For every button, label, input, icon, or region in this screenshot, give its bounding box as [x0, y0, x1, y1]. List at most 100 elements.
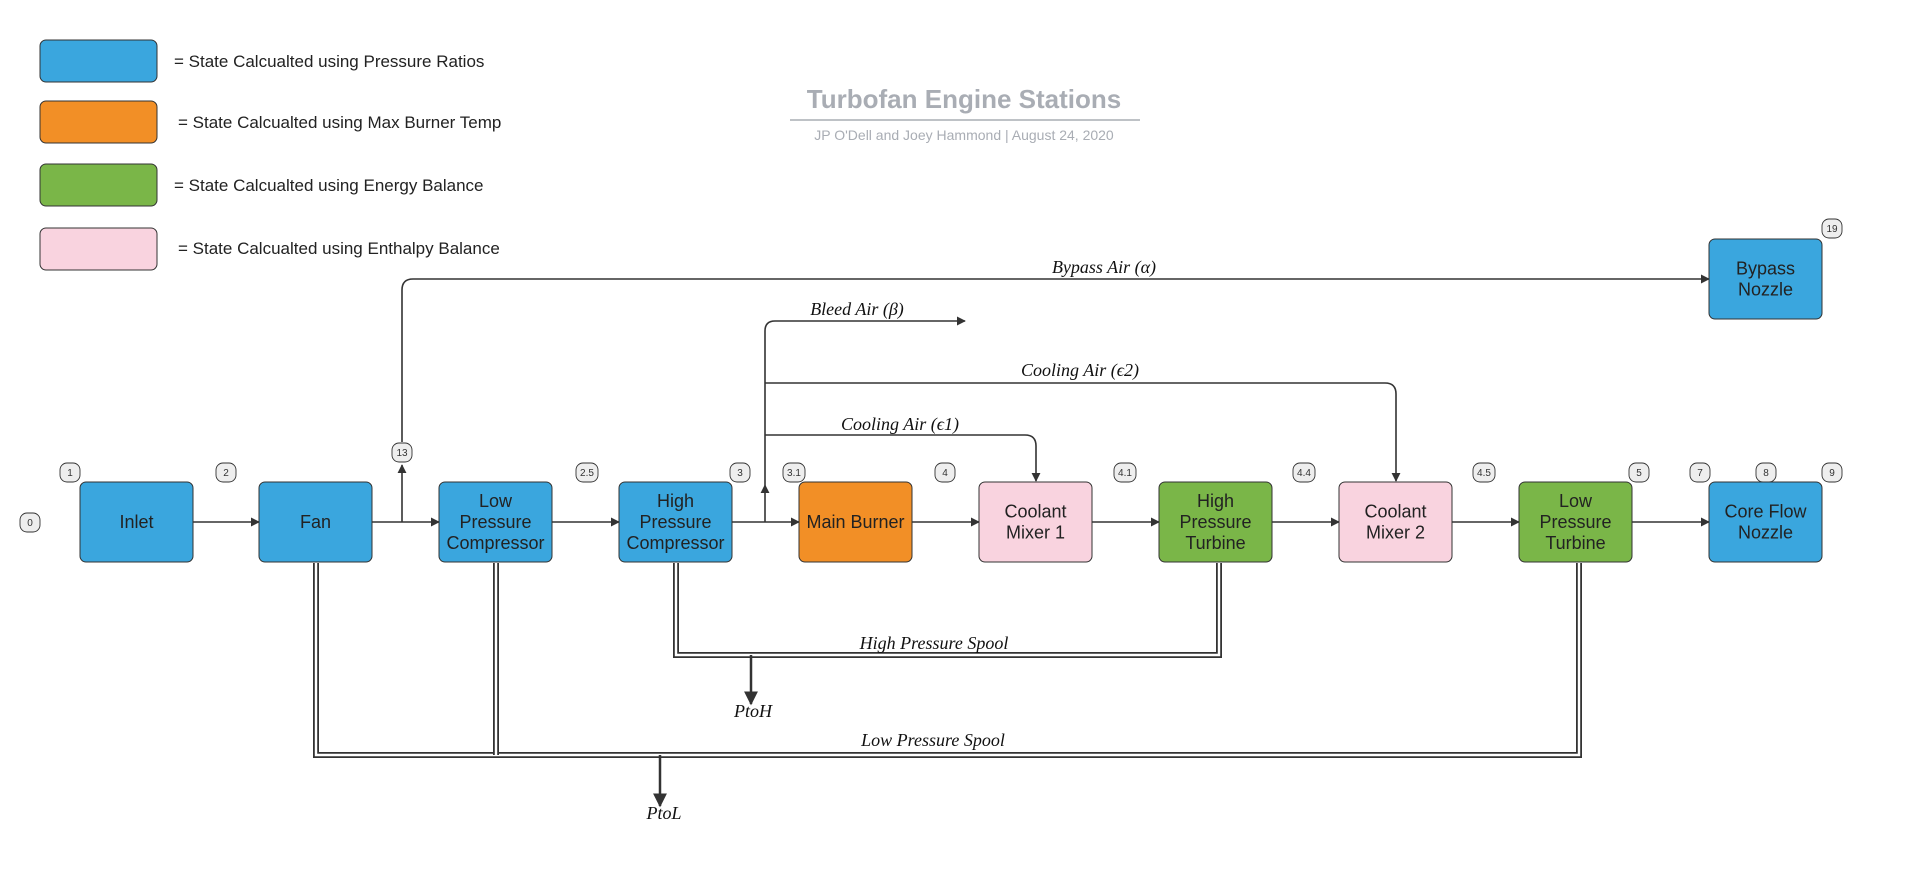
- station-label-4-1: 4.1: [1118, 468, 1132, 479]
- mixer2-box: [1338, 481, 1453, 563]
- component-label-line: Low: [1559, 491, 1593, 511]
- bleed-air-line: [764, 316, 966, 485]
- component-label-line: Turbine: [1185, 533, 1245, 553]
- component-label-line: Low: [479, 491, 513, 511]
- fan-label: Fan: [300, 512, 331, 532]
- station-label-4: 4: [942, 468, 948, 479]
- component-label-line: Pressure: [459, 512, 531, 532]
- station-badge-4: 4: [934, 462, 956, 483]
- lp-spool-line-fan-inner: [314, 563, 1581, 757]
- burner-box: [798, 481, 913, 563]
- cooling-air-1-line: [765, 434, 1041, 482]
- station-label-9: 9: [1829, 468, 1835, 479]
- component-label-line: Compressor: [626, 533, 724, 553]
- station-badge-9: 9: [1821, 462, 1843, 483]
- station-badge-4-5: 4.5: [1472, 462, 1496, 483]
- inlet-label: Inlet: [119, 512, 153, 532]
- lpc-box: [438, 481, 553, 563]
- cooling-air-2-line: [765, 382, 1401, 482]
- station-badge-2-5: 2.5: [575, 462, 599, 483]
- bypass-flow: Bypass Air (α): [397, 257, 1710, 522]
- station-label-0: 0: [27, 518, 33, 529]
- legend-item-energy-balance: = State Calcualted using Energy Balance: [39, 163, 484, 207]
- station-badge-2: 2: [215, 462, 237, 483]
- station-label-2-5: 2.5: [580, 468, 594, 479]
- component-label-line: Coolant: [1004, 502, 1066, 522]
- lp-spool-line-fan: [313, 563, 1582, 758]
- component-label-line: Main Burner: [806, 512, 904, 532]
- station-label-8: 8: [1763, 468, 1769, 479]
- component-label-line: Pressure: [639, 512, 711, 532]
- station-badge-4-1: 4.1: [1113, 462, 1137, 483]
- station-badge-7: 7: [1689, 462, 1711, 483]
- station-badge-8: 8: [1755, 462, 1777, 483]
- inlet-box: [79, 481, 194, 563]
- legend-swatch-enthalpy-balance: [39, 227, 158, 271]
- legend: = State Calcualted using Pressure Ratios…: [39, 39, 501, 271]
- bleed-cooling-flow: Bleed Air (β) Cooling Air (ϵ2) Cooling A…: [760, 299, 1401, 522]
- station-label-3: 3: [737, 468, 743, 479]
- ptol-label: PtoL: [645, 803, 681, 823]
- component-label-line: High: [657, 491, 694, 511]
- station-label-2: 2: [223, 468, 229, 479]
- hp-spool-label: High Pressure Spool: [859, 633, 1009, 653]
- station-badge-4-4: 4.4: [1292, 462, 1316, 483]
- component-label-line: Mixer 1: [1006, 523, 1065, 543]
- lp-spool-label: Low Pressure Spool: [860, 730, 1005, 750]
- legend-label-enthalpy-balance: = State Calcualted using Enthalpy Balanc…: [178, 239, 500, 258]
- component-label-line: Compressor: [446, 533, 544, 553]
- legend-item-max-burner-temp: = State Calcualted using Max Burner Temp: [39, 100, 501, 144]
- station-badges: 0 1 2 13 2.5 3 3.1 4: [19, 218, 1843, 533]
- station-label-4-5: 4.5: [1477, 468, 1491, 479]
- legend-label-energy-balance: = State Calcualted using Energy Balance: [174, 176, 484, 195]
- component-label-line: Pressure: [1539, 512, 1611, 532]
- component-label-line: Nozzle: [1738, 280, 1793, 300]
- component-label-line: Core Flow: [1724, 502, 1807, 522]
- hpt-box: [1158, 481, 1273, 563]
- station-label-4-4: 4.4: [1297, 468, 1311, 479]
- component-label-line: High: [1197, 491, 1234, 511]
- station-badge-5: 5: [1628, 462, 1650, 483]
- legend-swatch-energy-balance: [39, 163, 158, 207]
- station-label-5: 5: [1636, 468, 1642, 479]
- lpt-box: [1518, 481, 1633, 563]
- legend-swatch-pressure-ratios: [39, 39, 158, 83]
- component-label-line: Inlet: [119, 512, 153, 532]
- bleed-air-label: Bleed Air (β): [810, 299, 904, 320]
- legend-label-pressure-ratios: = State Calcualted using Pressure Ratios: [174, 52, 484, 71]
- station-label-13: 13: [396, 448, 408, 459]
- component-label-line: Nozzle: [1738, 523, 1793, 543]
- legend-swatch-max-burner-temp: [39, 100, 158, 144]
- legend-label-max-burner-temp: = State Calcualted using Max Burner Temp: [178, 113, 501, 132]
- component-label-line: Mixer 2: [1366, 523, 1425, 543]
- page-title: Turbofan Engine Stations: [807, 84, 1121, 114]
- hp-spool-line-inner: [674, 563, 1221, 657]
- station-badge-19: 19: [1821, 218, 1843, 239]
- station-badge-1: 1: [59, 462, 81, 483]
- station-badge-0: 0: [19, 512, 41, 533]
- component-inlet: Inlet: [79, 481, 194, 563]
- component-fan: Fan: [258, 481, 373, 563]
- station-label-7: 7: [1697, 468, 1703, 479]
- component-label-line: Pressure: [1179, 512, 1251, 532]
- legend-item-pressure-ratios: = State Calcualted using Pressure Ratios: [39, 39, 484, 83]
- burner-label: Main Burner: [806, 512, 904, 532]
- component-label-line: Bypass: [1736, 259, 1795, 279]
- page-subtitle: JP O'Dell and Joey Hammond | August 24, …: [814, 127, 1114, 143]
